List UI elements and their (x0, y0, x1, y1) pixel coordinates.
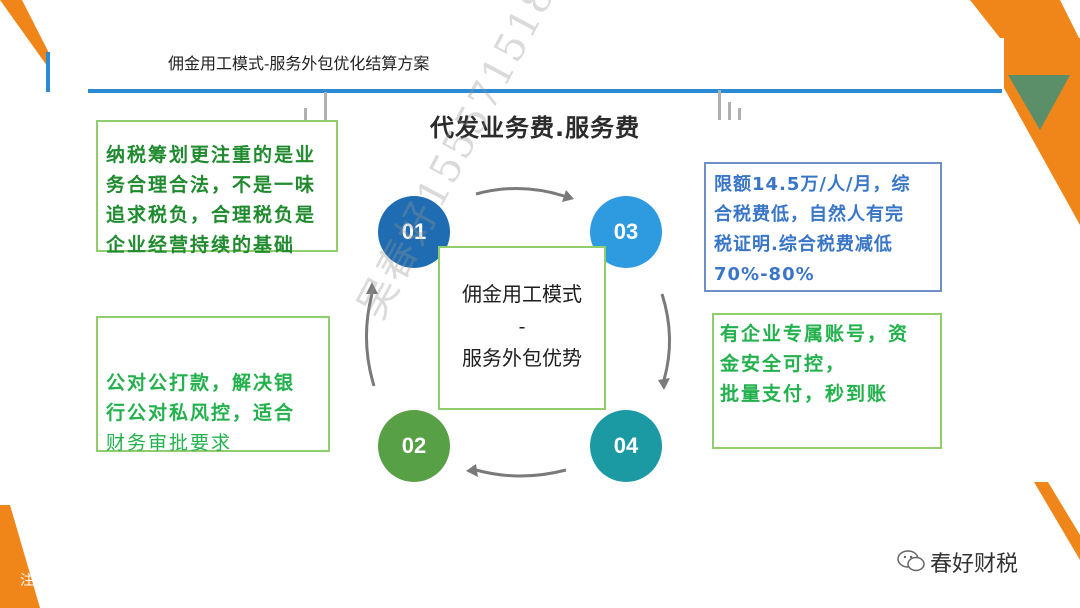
center-line-1: 佣金用工模式 (462, 282, 582, 306)
center-box: 佣金用工模式 - 服务外包优势 (438, 246, 606, 410)
box-bottom-right: 有企业专属账号，资 金安全可控， 批量支付，秒到账 (712, 313, 942, 449)
orange-block-top-right (970, 0, 1040, 38)
box-line: 行公对私风控，适合 (106, 402, 296, 424)
box-line: 务合理合法，不是一味 (106, 174, 317, 196)
orange-block-bottom-left (0, 505, 40, 608)
box-bottom-left: 公对公打款，解决银 行公对私风控，适合 财务审批要求 (96, 316, 330, 454)
wechat-icon (897, 550, 925, 572)
box-line: 财务审批要求 (106, 432, 233, 454)
section-title: 代发业务费.服务费 (430, 114, 641, 142)
box-line: 纳税筹划更注重的是业 (106, 144, 317, 166)
box-line: 税证明.综合税费减低 (714, 234, 893, 255)
orange-stripe-top-left (0, 0, 50, 70)
circle-04: 04 (590, 410, 662, 482)
arrow-right (660, 293, 671, 381)
box-line: 追求税负，合理税负是 (106, 204, 317, 226)
green-triangle (1008, 75, 1070, 130)
cycle-arrows (365, 187, 671, 478)
brand-name: 春好财税 (930, 552, 1019, 577)
center-line-3: 服务外包优势 (462, 346, 582, 370)
arrow-top (475, 187, 565, 198)
box-top-left: 纳税筹划更注重的是业 务合理合法，不是一味 追求税负，合理税负是 企业经营持续的… (96, 120, 338, 256)
circle-02: 02 (378, 410, 450, 482)
arrow-left (365, 293, 376, 387)
orange-wedge-right (1004, 88, 1080, 225)
box-top-right: 限额14.5万/人/月，综 合税费低，自然人有完 税证明.综合税费减低 70%-… (704, 162, 942, 292)
center-line-2: - (518, 314, 526, 338)
corner-text: 注 (20, 573, 34, 589)
box-line: 70%-80% (714, 264, 815, 285)
box-line: 金安全可控， (720, 353, 847, 375)
circle-01: 01 (378, 196, 450, 268)
page-title: 佣金用工模式-服务外包优化结算方案 (168, 54, 430, 73)
box-line: 限额14.5万/人/月，综 (714, 174, 911, 195)
arrow-heads (366, 190, 670, 477)
box-line: 公对公打款，解决银 (106, 372, 296, 394)
box-line: 企业经营持续的基础 (106, 234, 296, 256)
box-line: 有企业专属账号，资 (720, 323, 910, 345)
tick-marks-right (718, 88, 741, 120)
title-underline (88, 89, 1002, 93)
orange-stripe-bottom-right (1034, 482, 1080, 560)
blue-tick-left (46, 52, 50, 92)
box-line: 批量支付，秒到账 (720, 383, 889, 405)
box-line: 合税费低，自然人有完 (714, 204, 904, 225)
tick-marks-left (302, 88, 327, 120)
arrow-bottom (475, 468, 567, 478)
